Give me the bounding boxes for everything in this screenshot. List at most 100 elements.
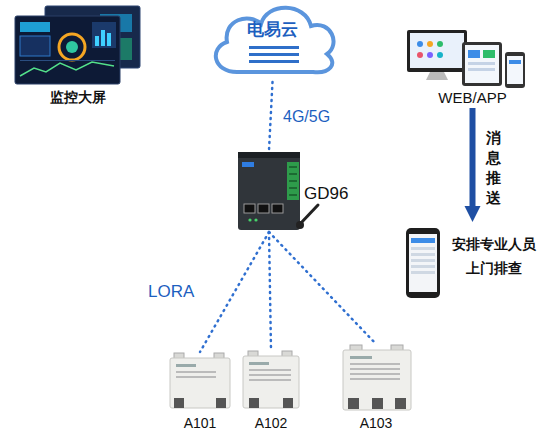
- cloud-stripe: [249, 46, 299, 49]
- ethernet-port: [244, 204, 255, 213]
- device-nameplate: [350, 373, 400, 375]
- node-text: A103: [338, 414, 414, 432]
- terminal-slot: [289, 166, 297, 168]
- device-terminal: [395, 398, 406, 409]
- device-nameplate: [249, 369, 291, 371]
- device-nameplate: [350, 363, 400, 365]
- device-nameplate: [249, 362, 269, 365]
- phone-widget: [411, 238, 435, 243]
- device-terminal: [216, 398, 226, 408]
- app-icon: [427, 41, 433, 47]
- app-icon: [437, 52, 443, 58]
- node-text: A101: [165, 414, 235, 432]
- monitor-screen-node: 监控大屏: [10, 0, 145, 110]
- app-icon: [417, 52, 423, 58]
- desktop-screen: [410, 33, 464, 68]
- screen-bar: [107, 33, 111, 46]
- terminal-slot: [289, 173, 297, 175]
- mobile-screen: [507, 56, 523, 84]
- phone-widget: [411, 265, 435, 268]
- tablet-widget: [468, 50, 480, 58]
- gateway-logo: [242, 162, 254, 167]
- device-nameplate: [249, 379, 291, 381]
- cloud-platform-node: 电易云: [205, 0, 340, 82]
- tablet-screen: [465, 45, 499, 83]
- tablet-widget: [468, 62, 495, 65]
- screen-front-panel: [15, 16, 120, 84]
- lora-link: [269, 232, 376, 344]
- node-text: 电易云: [205, 19, 340, 40]
- protocol-label: LORA: [148, 281, 218, 302]
- device-nameplate: [350, 368, 400, 370]
- app-icon: [437, 41, 443, 47]
- ethernet-port: [272, 204, 283, 213]
- phone-screen: [409, 234, 437, 292]
- screen-rule: [20, 60, 115, 61]
- terminal-slot: [289, 194, 297, 196]
- mobile-widget: [509, 60, 521, 64]
- device-nameplate: [249, 374, 291, 376]
- cloud-stripe: [249, 60, 299, 63]
- terminal-block: [287, 162, 299, 200]
- device-nameplate: [350, 356, 372, 359]
- device-terminal: [249, 398, 259, 408]
- cloud-stripe: [249, 53, 299, 56]
- device-body: [343, 350, 411, 410]
- web-app-node: WEB/APP: [400, 0, 545, 108]
- desktop-monitor: [407, 30, 467, 72]
- node-text: A102: [238, 414, 304, 432]
- screen-gauge: [59, 34, 85, 60]
- node-text: WEB/APP: [400, 88, 545, 107]
- field-device-illustration: [170, 345, 411, 410]
- field-device-node: A103: [338, 344, 414, 436]
- gateway-top-strip: [238, 152, 300, 158]
- device-terminal: [348, 398, 359, 409]
- device-terminal: [372, 398, 383, 409]
- screen-widget: [20, 22, 50, 32]
- tablet-widget: [468, 68, 495, 71]
- cloud-shape: [216, 8, 334, 73]
- lora-link: [200, 232, 269, 352]
- status-led: [248, 218, 251, 221]
- edge-label: 消息推送: [486, 128, 505, 208]
- monitor-stand: [426, 72, 448, 80]
- lora-link: [269, 232, 271, 350]
- device-terminal: [283, 398, 293, 408]
- screen-gauge: [66, 41, 78, 53]
- field-device-node: A101: [165, 352, 235, 436]
- screen-line-chart: [20, 62, 114, 76]
- device-nameplate: [176, 376, 216, 378]
- terminal-slot: [289, 187, 297, 189]
- node-text: 安排专业人员 上门排查: [446, 232, 542, 280]
- edge-label: 4G/5G: [283, 107, 353, 127]
- ethernet-port: [258, 204, 269, 213]
- gateway-body: [238, 152, 300, 230]
- phone-widget: [411, 259, 435, 262]
- phone-widget: [411, 271, 435, 274]
- screen-bar: [101, 30, 105, 46]
- mobile-phone: [505, 52, 525, 88]
- phone-illustration: [406, 228, 440, 298]
- device-body: [170, 358, 230, 408]
- push-arrow: [470, 108, 476, 206]
- screen-bar: [95, 36, 99, 46]
- device-nameplate: [350, 378, 400, 380]
- device-nameplate: [176, 371, 216, 373]
- web-app-devices-illustration: [407, 30, 525, 88]
- status-led: [254, 218, 257, 221]
- antenna: [300, 205, 318, 224]
- device-nameplate: [176, 364, 196, 367]
- screen-widget: [20, 36, 50, 56]
- tablet-widget: [483, 50, 495, 58]
- antenna-base: [296, 221, 304, 229]
- screen-widget: [92, 22, 116, 48]
- cloud-outline: [205, 0, 340, 82]
- terminal-slot: [289, 180, 297, 182]
- device-body: [243, 356, 299, 408]
- node-text: GD96: [304, 183, 364, 204]
- dispatch-phone-node: 安排专业人员 上门排查: [400, 222, 545, 304]
- phone-body: [406, 228, 440, 298]
- app-icon: [417, 41, 423, 47]
- phone-widget: [411, 247, 435, 250]
